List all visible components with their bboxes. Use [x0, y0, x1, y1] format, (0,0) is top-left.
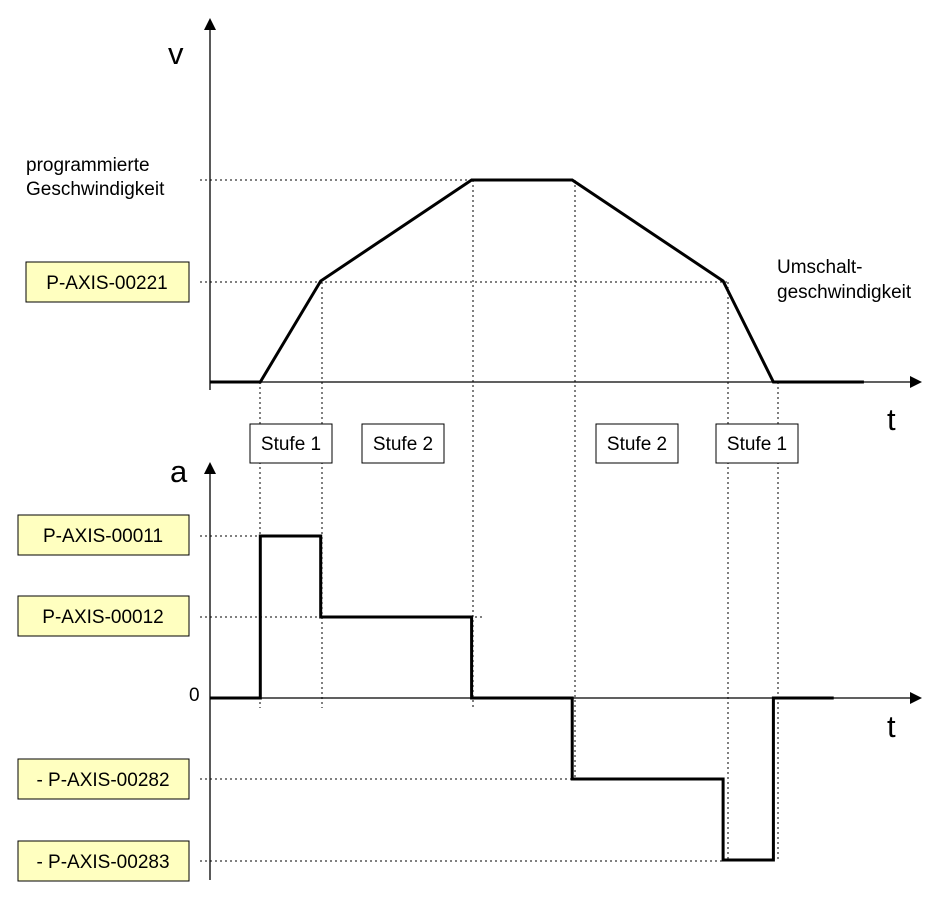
stage-box-2: Stufe 2	[361, 423, 445, 464]
param-box-accel-1: P-AXIS-00011	[17, 514, 190, 556]
lower-axes	[204, 462, 922, 880]
stage-box-4: Stufe 1	[715, 423, 799, 464]
svg-text:- P-AXIS-00283: - P-AXIS-00283	[36, 852, 169, 873]
programmed-speed-label-line2: Geschwindigkeit	[26, 179, 165, 200]
svg-text:Stufe 2: Stufe 2	[607, 434, 667, 455]
stage-box-1: Stufe 1	[249, 423, 333, 464]
svg-text:Stufe 1: Stufe 1	[261, 434, 321, 455]
svg-text:P-AXIS-00012: P-AXIS-00012	[42, 607, 163, 628]
zero-label: 0	[189, 685, 200, 706]
param-box-switch-speed: P-AXIS-00221	[25, 261, 190, 303]
switch-speed-label-line1: Umschalt-	[777, 257, 863, 278]
upper-x-axis-label: t	[887, 402, 896, 437]
acceleration-profile-line	[210, 534, 834, 862]
stage-box-3: Stufe 2	[595, 423, 679, 464]
param-box-decel-1: - P-AXIS-00283	[17, 840, 190, 882]
velocity-profile-line	[210, 178, 864, 384]
guide-lines	[200, 179, 779, 862]
svg-text:P-AXIS-00221: P-AXIS-00221	[46, 273, 167, 294]
param-box-decel-2: - P-AXIS-00282	[17, 758, 190, 800]
lower-y-axis-label: a	[170, 454, 188, 489]
lower-x-axis-label: t	[887, 709, 896, 744]
svg-text:P-AXIS-00011: P-AXIS-00011	[43, 526, 163, 547]
switch-speed-label-line2: geschwindigkeit	[777, 282, 912, 303]
svg-text:Stufe 2: Stufe 2	[373, 434, 433, 455]
upper-axes	[204, 18, 922, 390]
param-box-accel-2: P-AXIS-00012	[17, 595, 190, 637]
svg-text:Stufe 1: Stufe 1	[727, 434, 787, 455]
upper-y-axis-label: v	[168, 36, 184, 71]
svg-text:- P-AXIS-00282: - P-AXIS-00282	[36, 770, 169, 791]
programmed-speed-label-line1: programmierte	[26, 155, 150, 176]
